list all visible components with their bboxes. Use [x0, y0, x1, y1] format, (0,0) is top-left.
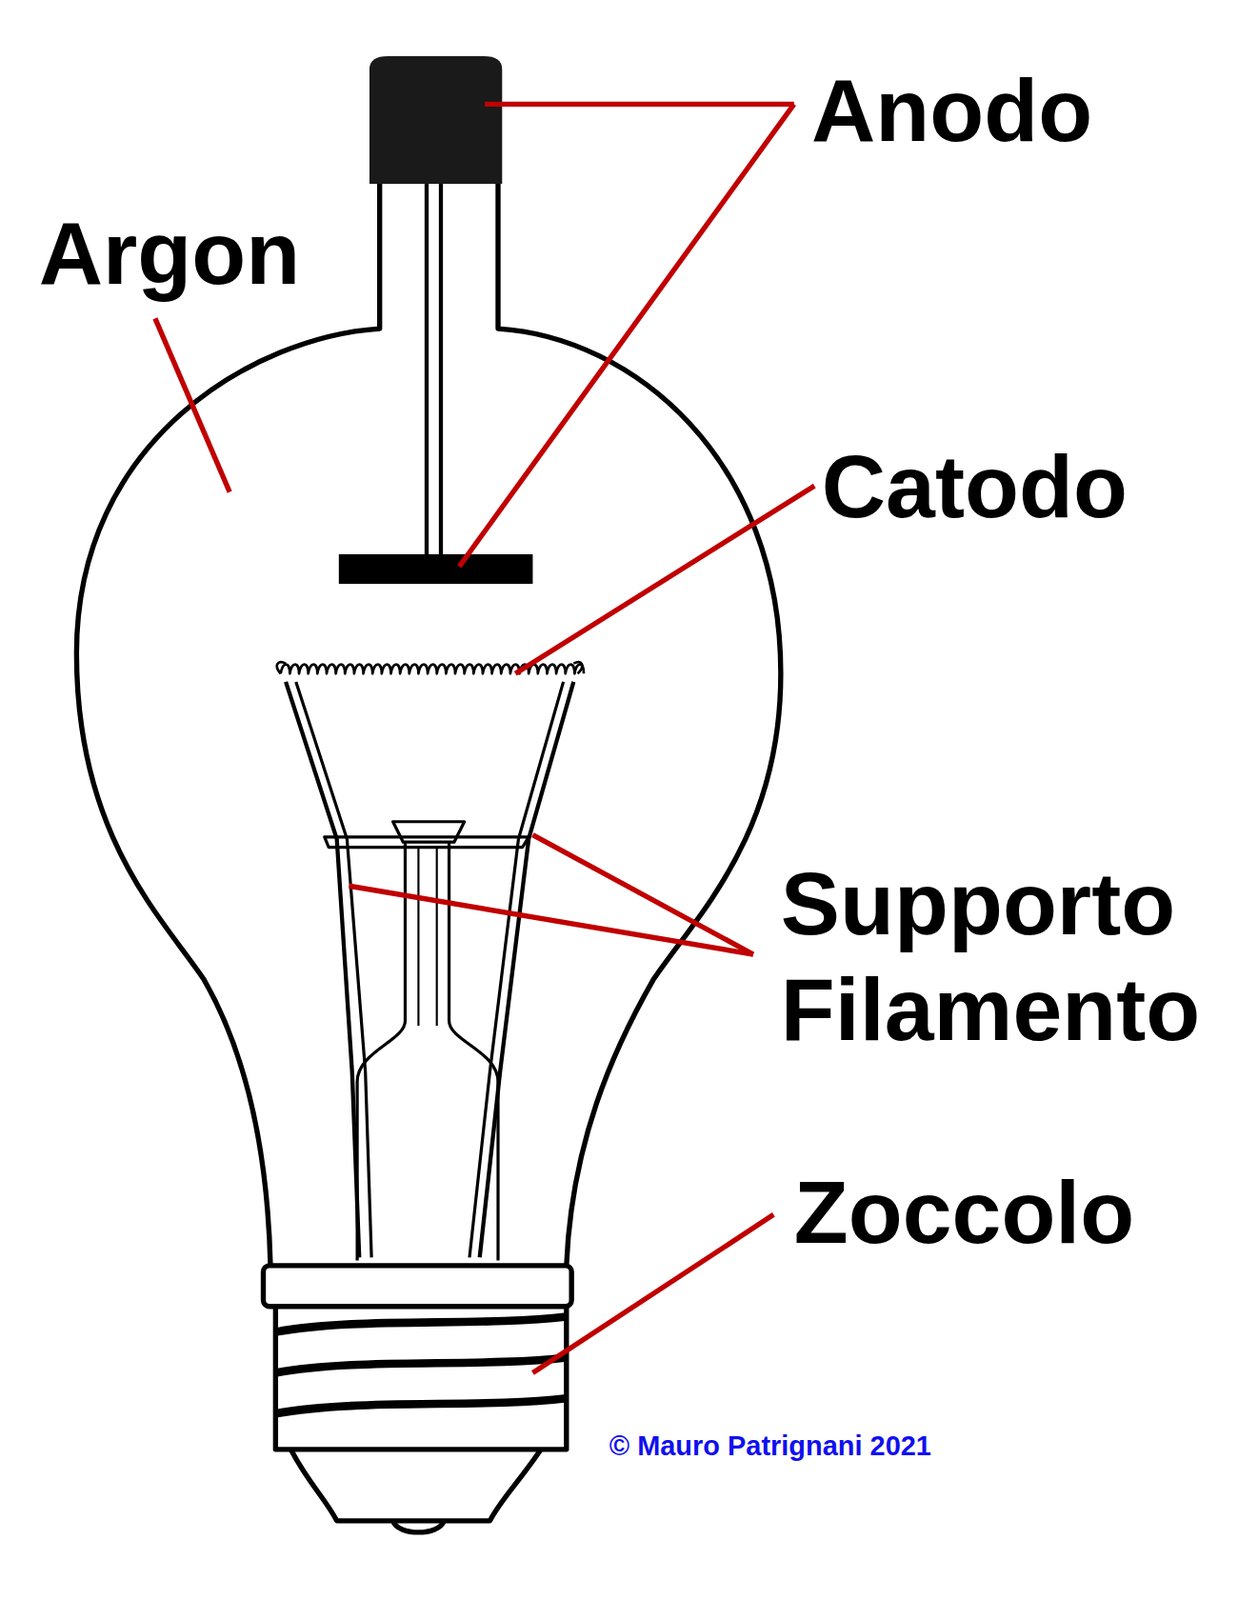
- anode-plate: [339, 554, 534, 584]
- filament-coil: [280, 664, 584, 675]
- leader-line: [484, 101, 795, 107]
- screw-thread: [275, 1317, 566, 1415]
- filament-coil: [277, 661, 584, 674]
- bulb-glass: [76, 183, 380, 1266]
- stem: [357, 841, 405, 1260]
- anode-rod: [424, 183, 429, 557]
- leader-line: [459, 103, 795, 566]
- leader-line: [155, 318, 230, 492]
- base-contact: [393, 1520, 445, 1533]
- stem-top: [393, 821, 465, 842]
- leader-line: [515, 485, 815, 674]
- filament-coil: [277, 661, 582, 674]
- copyright-note: © Mauro Patrignani 2021: [609, 1429, 932, 1463]
- part-label: Supporto Filamento: [780, 850, 1231, 1064]
- anode-cap: [369, 56, 502, 184]
- base-screw: [275, 1306, 566, 1450]
- leader-line: [349, 885, 754, 955]
- part-label: Argon: [39, 199, 300, 307]
- part-label: Anodo: [811, 57, 1093, 164]
- support-wire: [296, 681, 372, 1258]
- anode-rod: [439, 183, 443, 557]
- leader-line: [532, 1214, 774, 1373]
- stem: [418, 847, 437, 1027]
- support-wire: [469, 681, 564, 1258]
- part-label: Zoccolo: [794, 1158, 1135, 1266]
- base-bottom: [290, 1449, 541, 1521]
- base-collar: [263, 1265, 573, 1307]
- support-wire: [479, 681, 575, 1258]
- part-label: Catodo: [821, 433, 1128, 540]
- bulb-glass: [498, 183, 781, 1266]
